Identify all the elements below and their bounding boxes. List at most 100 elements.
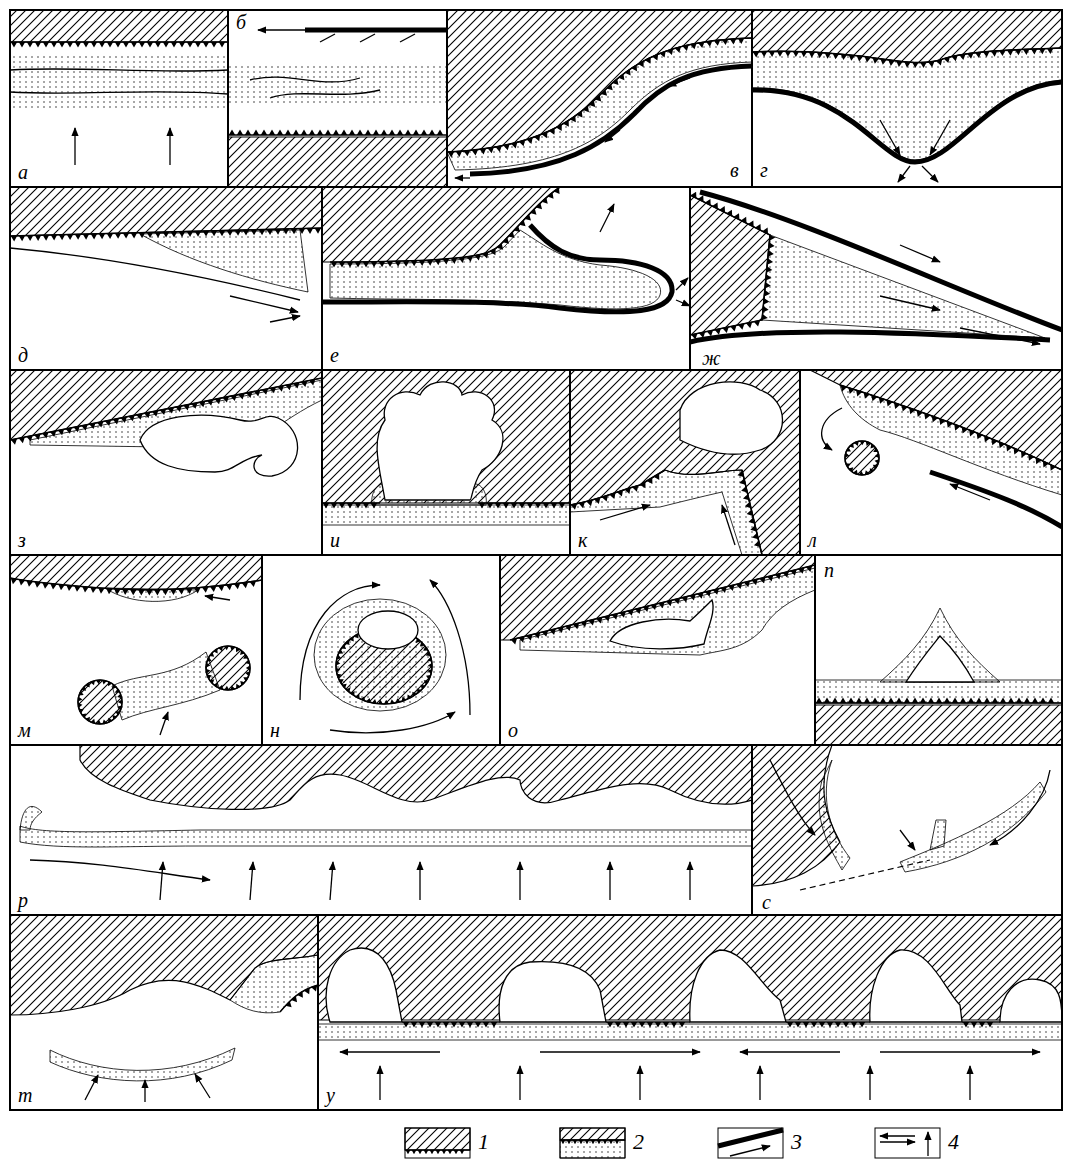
flow-arrow	[360, 34, 375, 42]
flow-arrow	[144, 1080, 145, 1102]
panel-frame	[500, 555, 815, 745]
xenolith	[499, 962, 606, 1022]
country-rock	[690, 195, 770, 335]
panel-figure	[10, 187, 322, 322]
xenolith	[377, 382, 503, 500]
country-rock	[322, 370, 570, 503]
chilled-margin-teeth	[229, 129, 443, 135]
flow-arrow	[722, 505, 735, 545]
panel-figure	[752, 10, 1062, 182]
panel-frame	[447, 10, 752, 187]
contact-line	[206, 646, 250, 690]
panel-figure	[810, 370, 1062, 527]
country-rock	[10, 915, 318, 1015]
panel-frame	[10, 555, 262, 745]
flow-arrow	[969, 1066, 970, 1100]
intrusion-body	[314, 599, 446, 711]
intrusion-body	[762, 235, 1045, 338]
panel-frame	[10, 10, 228, 187]
intrusion-body	[228, 64, 447, 106]
panel-figure	[20, 745, 752, 900]
country-rock	[815, 705, 1062, 745]
country-rock	[570, 370, 800, 555]
panel-letter: о	[506, 720, 520, 740]
panel-figure	[815, 608, 1062, 745]
xenolith	[326, 948, 402, 1022]
panel-letter: д	[16, 345, 30, 365]
flow-arrow	[759, 1066, 760, 1100]
intrusion-body	[447, 38, 752, 170]
chilled-margin-teeth	[479, 503, 565, 509]
panel-frame	[752, 10, 1062, 187]
flow-arrow	[270, 316, 300, 322]
flow-arrow	[740, 1051, 840, 1052]
flow-arrow	[519, 862, 520, 900]
flow-arrow	[160, 712, 168, 735]
panel-frame	[800, 370, 1062, 555]
flow-arrow	[330, 712, 455, 733]
chilled-margin-teeth	[816, 697, 1054, 703]
intrusion-body	[570, 470, 762, 555]
panel-figure	[10, 915, 318, 1102]
intrusion-body	[230, 955, 318, 1013]
flow-arrow	[330, 862, 333, 900]
panel-frame	[228, 10, 447, 187]
flow-arrow	[10, 248, 300, 300]
chilled-margin-teeth	[403, 1022, 497, 1028]
flow-arrow	[600, 204, 614, 232]
intrusion-body	[752, 48, 1062, 160]
contact-line	[78, 680, 122, 724]
chilled-margin-teeth	[571, 474, 659, 510]
flow-arrow	[519, 1066, 520, 1100]
country-rock	[560, 1128, 625, 1140]
chilled-margin-teeth	[561, 1140, 620, 1144]
panel-letter: и	[328, 530, 342, 550]
flow-arrow	[880, 1141, 915, 1142]
chilled-margin-teeth	[11, 42, 225, 48]
chilled-margin-teeth	[406, 1150, 465, 1154]
legend-swatch	[718, 1128, 783, 1158]
panel-letter: з	[16, 530, 28, 550]
intrusion-body	[20, 806, 42, 830]
chilled-margin-teeth	[331, 188, 560, 268]
panel-figure	[690, 192, 1062, 344]
flow-arrow	[668, 78, 690, 86]
chilled-margin-teeth	[206, 646, 250, 690]
flow-arrow	[609, 862, 610, 900]
xenolith	[906, 636, 974, 682]
legend-samples	[405, 1128, 940, 1158]
panel-letter: т	[16, 1085, 34, 1105]
panel-letter: н	[268, 720, 282, 740]
panel-figure	[10, 555, 262, 735]
flow-arrow	[960, 328, 1040, 344]
flow-arrow	[676, 278, 688, 290]
panel-figure	[318, 915, 1062, 1100]
flow-arrow	[880, 1051, 1040, 1052]
panel-figure	[10, 10, 228, 165]
flow-arrow	[930, 120, 950, 155]
panel-frame	[262, 555, 500, 745]
panel-letter: у	[324, 1085, 337, 1105]
chilled-margin-teeth	[787, 1022, 865, 1028]
panel-letter: г	[758, 160, 770, 180]
thick-layer	[305, 28, 447, 33]
panel-letter: м	[16, 720, 33, 740]
flow-arrow	[258, 29, 305, 30]
intrusion-body	[900, 782, 1046, 872]
legend-item: 4	[946, 1131, 961, 1153]
panel-letter: к	[576, 530, 589, 550]
xenolith	[690, 950, 786, 1022]
panel-letter: в	[728, 160, 741, 180]
thick-layer	[700, 192, 1062, 330]
flow-arrow	[270, 90, 380, 98]
panel-frame	[10, 187, 322, 370]
chilled-margin-teeth	[78, 680, 122, 724]
flow-arrow	[990, 770, 1050, 845]
thick-layer	[690, 332, 1050, 342]
flow-arrow	[300, 585, 380, 700]
flow-arrow	[10, 92, 228, 94]
flow-arrow	[639, 1066, 640, 1100]
panel-letter: ж	[700, 348, 723, 368]
panel-letter: б	[234, 12, 248, 32]
